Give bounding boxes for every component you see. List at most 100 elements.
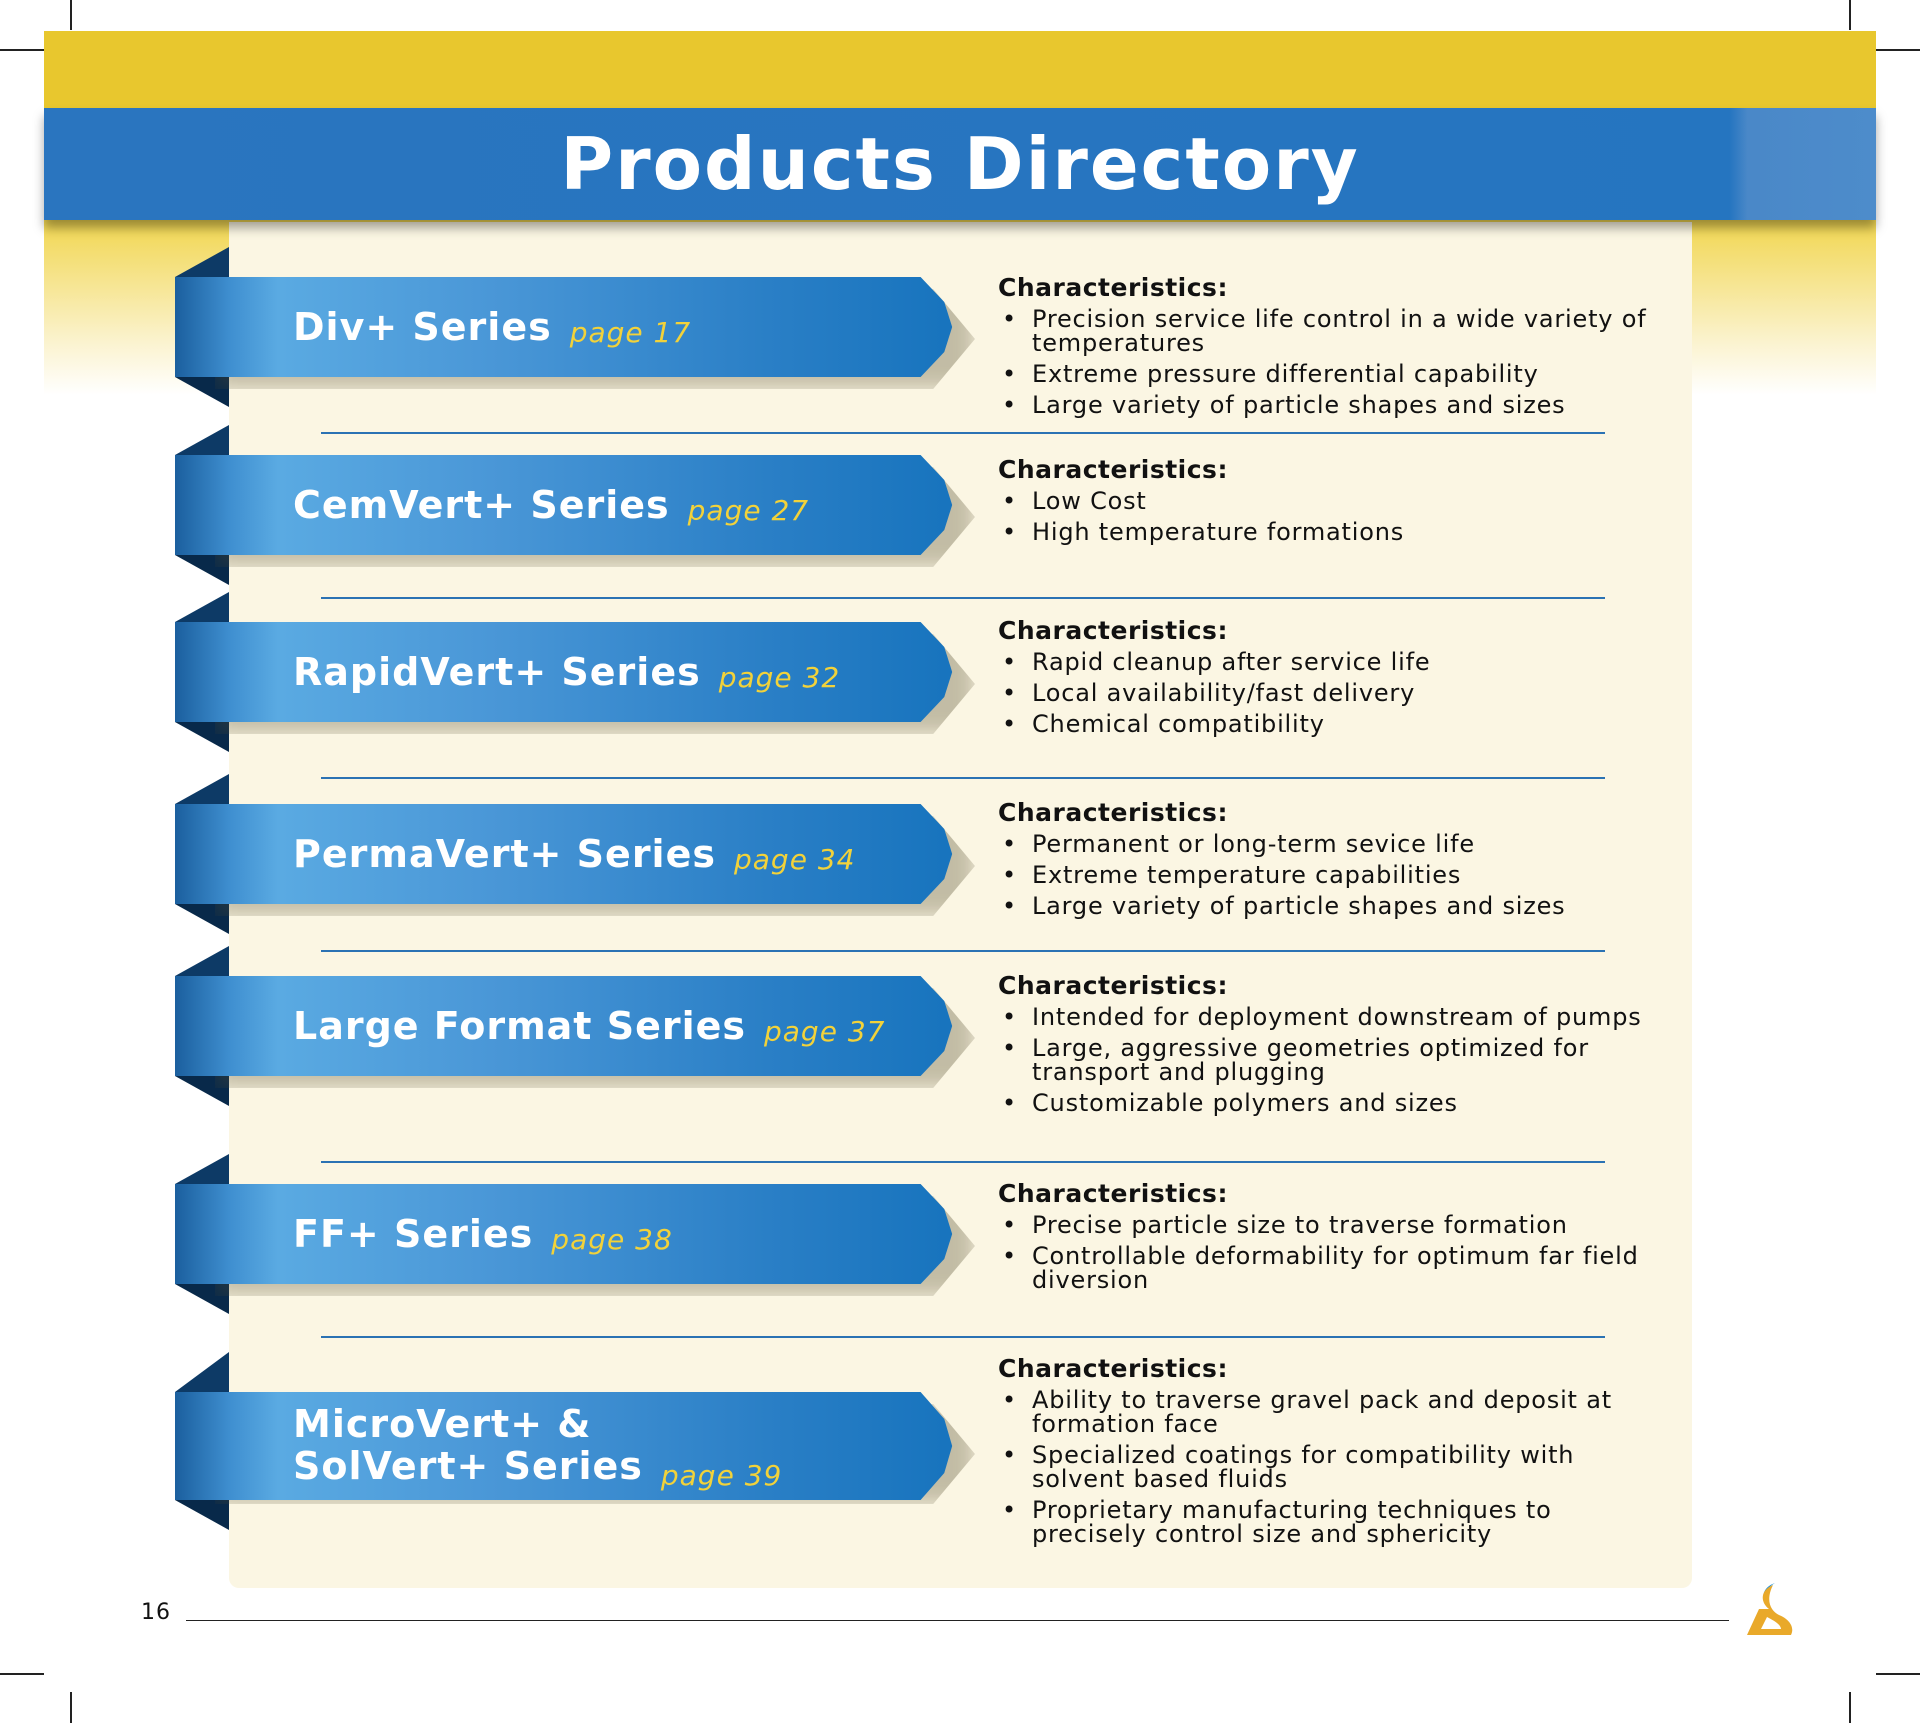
- page-reference[interactable]: page 39: [660, 1459, 783, 1492]
- characteristics-heading: Characteristics:: [998, 455, 1228, 484]
- characteristics-heading: Characteristics:: [998, 616, 1228, 645]
- divider: [321, 950, 1605, 952]
- list-item: •Extreme pressure differential capabilit…: [998, 362, 1658, 386]
- page-reference[interactable]: page 32: [718, 661, 841, 694]
- content-panel: [229, 222, 1692, 1588]
- ribbon-body: [175, 1392, 953, 1500]
- divider: [321, 1336, 1605, 1338]
- item-text: Proprietary manufacturing techniques to …: [1032, 1496, 1552, 1548]
- item-text: Customizable polymers and sizes: [1032, 1089, 1458, 1117]
- item-text: Extreme temperature capabilities: [1032, 861, 1462, 889]
- ribbon-fold: [175, 592, 229, 622]
- bullet-icon: •: [1002, 305, 1017, 333]
- characteristics-heading: Characteristics:: [998, 1179, 1228, 1208]
- page-number: 16: [141, 1600, 171, 1625]
- item-text: Precise particle size to traverse format…: [1032, 1211, 1568, 1239]
- item-text: Permanent or long-term sevice life: [1032, 830, 1475, 858]
- divider: [321, 777, 1605, 779]
- product-ribbon-cemvert[interactable]: CemVert+ Series page 27: [175, 425, 975, 585]
- page-reference[interactable]: page 17: [569, 316, 692, 349]
- bullet-icon: •: [1002, 710, 1017, 738]
- item-text: Extreme pressure differential capability: [1032, 360, 1539, 388]
- page-reference[interactable]: page 38: [551, 1223, 673, 1256]
- list-item: • Proprietary manufacturing techniques to…: [998, 1498, 1658, 1546]
- product-ribbon-ff[interactable]: FF+ Series page 38: [175, 1154, 975, 1314]
- page-reference[interactable]: page 27: [687, 494, 810, 527]
- list-item: •Intended for deployment downstream of p…: [998, 1005, 1658, 1029]
- characteristics-heading: Characteristics:: [998, 273, 1228, 302]
- list-item: •Large, aggressive geometries optimized …: [998, 1036, 1658, 1084]
- crop-mark: [70, 1692, 72, 1723]
- bullet-icon: •: [1002, 1211, 1017, 1239]
- item-text: Ability to traverse gravel pack and depo…: [1032, 1386, 1612, 1438]
- bullet-icon: •: [1002, 1386, 1017, 1414]
- product-ribbon-rapidvert[interactable]: RapidVert+ Series page 32: [175, 592, 975, 752]
- page-reference[interactable]: page 37: [764, 1015, 886, 1048]
- page-reference[interactable]: page 34: [733, 843, 856, 876]
- product-ribbon-div[interactable]: Div+ Series page 17: [175, 247, 975, 407]
- crop-mark: [70, 0, 72, 30]
- item-text: High temperature formations: [1032, 518, 1405, 546]
- list-item: •Precision service life control in a wid…: [998, 307, 1658, 355]
- product-title: RapidVert+ Series: [293, 650, 701, 694]
- list-item: •Extreme temperature capabilities: [998, 863, 1658, 887]
- product-name: PermaVert+ Series page 34: [293, 804, 855, 904]
- product-name: RapidVert+ Series page 32: [293, 622, 840, 722]
- list-item: • Permanent or long-term sevice life: [998, 832, 1658, 856]
- item-text: Large variety of particle shapes and siz…: [1032, 892, 1566, 920]
- bullet-icon: •: [1002, 830, 1017, 858]
- crop-mark: [1876, 49, 1920, 51]
- bullet-icon: •: [1002, 1242, 1017, 1270]
- item-text: Low Cost: [1032, 487, 1147, 515]
- ribbon-body: [175, 1184, 953, 1284]
- item-text: Large variety of particle shapes and siz…: [1032, 391, 1566, 419]
- item-text: Chemical compatibility: [1032, 710, 1325, 738]
- characteristics-block: Characteristics: • Precise particle size …: [998, 1179, 1658, 1299]
- ribbon-fold: [175, 1500, 229, 1530]
- product-ribbon-permavert[interactable]: PermaVert+ Series page 34: [175, 774, 975, 934]
- bullet-icon: •: [1002, 1089, 1017, 1117]
- characteristics-block: Characteristics: •Permanent or long-term…: [998, 798, 1658, 925]
- list-item: •Low Cost: [998, 489, 1658, 513]
- crop-mark: [1849, 1692, 1851, 1723]
- list-item: •Large variety of particle shapes and si…: [998, 894, 1658, 918]
- characteristics-heading: Characteristics:: [998, 1354, 1228, 1383]
- page-title: Products Directory: [560, 122, 1360, 206]
- ribbon-fold: [175, 425, 229, 455]
- ribbon-fold: [175, 1154, 229, 1184]
- bullet-icon: •: [1002, 648, 1017, 676]
- bullet-icon: •: [1002, 1496, 1017, 1524]
- product-name: Div+ Series page 17: [293, 277, 691, 377]
- crop-mark: [1876, 1673, 1920, 1675]
- list-item: • Chemical compatibility: [998, 712, 1658, 736]
- ribbon-body: [175, 804, 953, 904]
- characteristics-block: Characteristics: •Precision service life…: [998, 273, 1658, 424]
- product-name: FF+ Series page 38: [293, 1184, 673, 1284]
- list-item: •Controllable deformability for optimum …: [998, 1244, 1658, 1292]
- ribbon-body: [175, 277, 953, 377]
- yellow-band: [44, 31, 1876, 109]
- title-banner: [44, 108, 1876, 220]
- product-title: Div+ Series: [293, 305, 552, 349]
- characteristics-list: • Permanent or long-term sevice life •Ext…: [998, 832, 1658, 918]
- characteristics-block: Characteristics: •Rapid cleanup after se…: [998, 616, 1658, 743]
- item-text: Local availability/fast delivery: [1032, 679, 1416, 707]
- list-item: • Large variety of particle shapes and si…: [998, 393, 1658, 417]
- characteristics-heading: Characteristics:: [998, 971, 1228, 1000]
- bullet-icon: •: [1002, 391, 1017, 419]
- bullet-icon: •: [1002, 679, 1017, 707]
- characteristics-list: • Ability to traverse gravel pack and dep…: [998, 1388, 1658, 1546]
- product-title: CemVert+ Series: [293, 483, 670, 527]
- ribbon-fold: [175, 1352, 229, 1392]
- product-title: FF+ Series: [293, 1212, 534, 1256]
- ribbon-body: [175, 976, 953, 1076]
- product-title-line: SolVert+ Series: [293, 1444, 643, 1488]
- list-item: • Precise particle size to traverse forma…: [998, 1213, 1658, 1237]
- ribbon-body: [175, 622, 953, 722]
- item-text: Intended for deployment downstream of pu…: [1032, 1003, 1642, 1031]
- company-logo-icon: [1747, 1583, 1793, 1635]
- product-title: PermaVert+ Series: [293, 832, 716, 876]
